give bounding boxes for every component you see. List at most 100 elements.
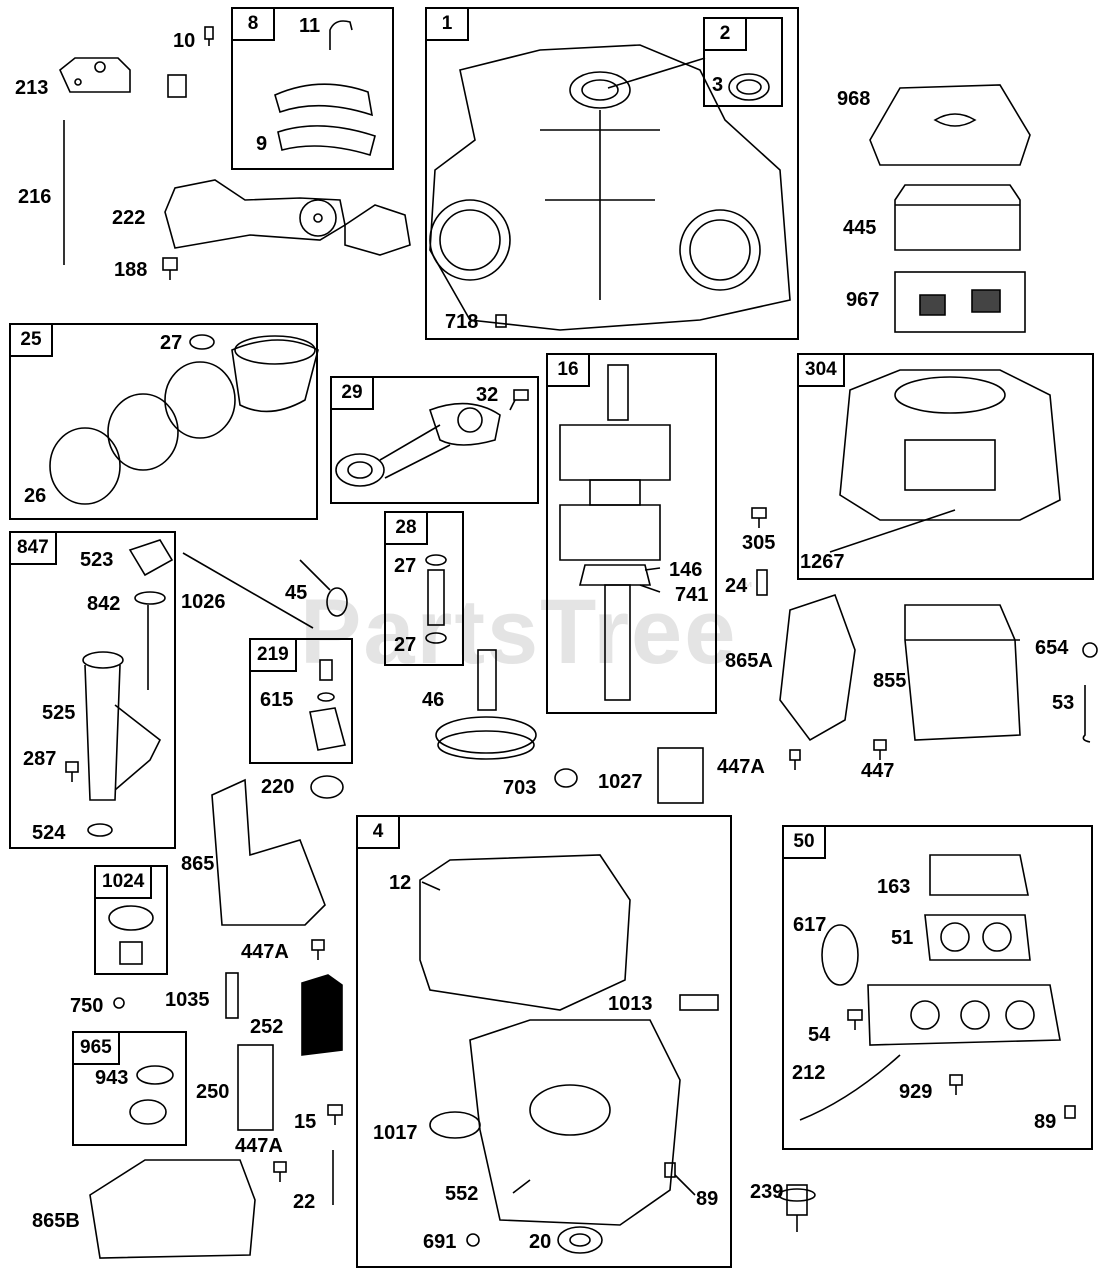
callout-32: 32: [476, 384, 499, 406]
breather-8-drawing: [274, 83, 376, 157]
connecting-rod-29-drawing: [335, 402, 501, 487]
group-tag-219: 219: [249, 638, 297, 672]
callout-654: 654: [1035, 637, 1069, 659]
callout-54: 54: [808, 1024, 831, 1046]
leader-12: [421, 881, 441, 891]
part-1013-drawing: [679, 994, 719, 1011]
screw-447-drawing: [873, 739, 887, 760]
callout-617: 617: [793, 914, 827, 936]
callout-213: 213: [15, 77, 49, 99]
callout-750: 750: [70, 995, 104, 1017]
callout-1035: 1035: [165, 989, 210, 1011]
callout-287: 287: [23, 748, 57, 770]
callout-1017: 1017: [373, 1122, 418, 1144]
bolt-32-drawing: [509, 389, 529, 411]
callout-552: 552: [445, 1183, 479, 1205]
group-tag-4: 4: [356, 815, 400, 849]
housing-304-drawing: [829, 369, 1061, 553]
tube-11-drawing: [329, 20, 353, 50]
group-box-1: 1: [425, 7, 799, 340]
leader-89-sump: [674, 1174, 696, 1196]
parts-219-drawing: [309, 659, 346, 751]
callout-45: 45: [285, 582, 308, 604]
plug-89-intake-drawing: [1064, 1105, 1076, 1119]
piston-25-drawing: [231, 335, 319, 413]
screw-305-drawing: [751, 507, 767, 528]
callout-865: 865: [181, 853, 215, 875]
callout-718: 718: [445, 311, 479, 333]
bracket-855-drawing: [904, 604, 1021, 741]
callout-12: 12: [389, 872, 412, 894]
group-box-965: 965: [72, 1031, 187, 1146]
callout-842: 842: [87, 593, 121, 615]
governor-222-drawing: [164, 179, 411, 256]
callout-524: 524: [32, 822, 66, 844]
callout-250: 250: [196, 1081, 230, 1103]
filter-445-drawing: [894, 184, 1021, 251]
nut-654-drawing: [1082, 642, 1098, 658]
callout-703: 703: [503, 777, 537, 799]
pin-24-drawing: [756, 569, 768, 596]
callout-929: 929: [899, 1081, 933, 1103]
group-box-16: 16: [546, 353, 717, 714]
group-box-25: 25: [9, 323, 318, 520]
gasket-250-drawing: [237, 1044, 274, 1131]
callout-1026: 1026: [181, 591, 226, 613]
callout-89-sump: 89: [696, 1188, 719, 1210]
group-tag-25: 25: [9, 323, 53, 357]
group-tag-28: 28: [384, 511, 428, 545]
rings-26-drawing: [49, 361, 236, 505]
group-box-219: 219: [249, 638, 353, 764]
part-965-drawing: [129, 1065, 174, 1125]
screw-15-drawing: [327, 1104, 343, 1125]
pin-718-drawing: [495, 314, 507, 328]
callout-1013: 1013: [608, 993, 653, 1015]
pushrod-1026-drawing: [182, 552, 314, 629]
callout-865B: 865B: [32, 1210, 80, 1232]
group-box-4: 4: [356, 815, 732, 1268]
callout-46: 46: [422, 689, 445, 711]
bracket-213-drawing: [59, 57, 187, 98]
intake-50-drawing: [799, 854, 1061, 1121]
callout-447: 447: [861, 760, 895, 782]
callout-1267: 1267: [800, 551, 845, 573]
callout-163: 163: [877, 876, 911, 898]
callout-220: 220: [261, 776, 295, 798]
part-220-drawing: [310, 775, 344, 799]
callout-15: 15: [294, 1111, 317, 1133]
group-tag-965: 965: [72, 1031, 120, 1065]
group-box-1024: 1024: [94, 865, 168, 975]
callout-9: 9: [256, 133, 268, 155]
group-tag-304: 304: [797, 353, 845, 387]
baffle-865-drawing: [211, 778, 326, 926]
part-750-drawing: [113, 997, 125, 1009]
callout-3: 3: [712, 74, 724, 96]
callout-27-piston: 27: [160, 332, 183, 354]
callout-10: 10: [173, 30, 196, 52]
callout-968: 968: [837, 88, 871, 110]
leader-741: [639, 584, 661, 593]
part-1035-drawing: [225, 972, 239, 1019]
screw-447A-upper-drawing: [789, 749, 801, 770]
cover-968-drawing: [869, 84, 1031, 166]
crankcase-1-drawing: [429, 44, 791, 331]
group-tag-1024: 1024: [94, 865, 153, 899]
callout-89-intake: 89: [1034, 1111, 1057, 1133]
pin-28-drawing: [425, 554, 447, 644]
callout-305: 305: [742, 532, 776, 554]
callout-27-pin-top: 27: [394, 555, 417, 577]
callout-523: 523: [80, 549, 114, 571]
precleaner-967-drawing: [894, 271, 1026, 333]
callout-216: 216: [18, 186, 52, 208]
clip-27-drawing: [189, 334, 215, 350]
group-box-304: 304: [797, 353, 1094, 580]
screw-929-drawing: [949, 1074, 963, 1095]
group-tag-29: 29: [330, 376, 374, 410]
crankshaft-16-drawing: [559, 364, 671, 701]
group-box-29: 29: [330, 376, 539, 504]
callout-741: 741: [675, 584, 709, 606]
callout-1027: 1027: [598, 771, 643, 793]
seal-3-drawing: [728, 73, 770, 101]
group-box-8: 8: [231, 7, 394, 170]
